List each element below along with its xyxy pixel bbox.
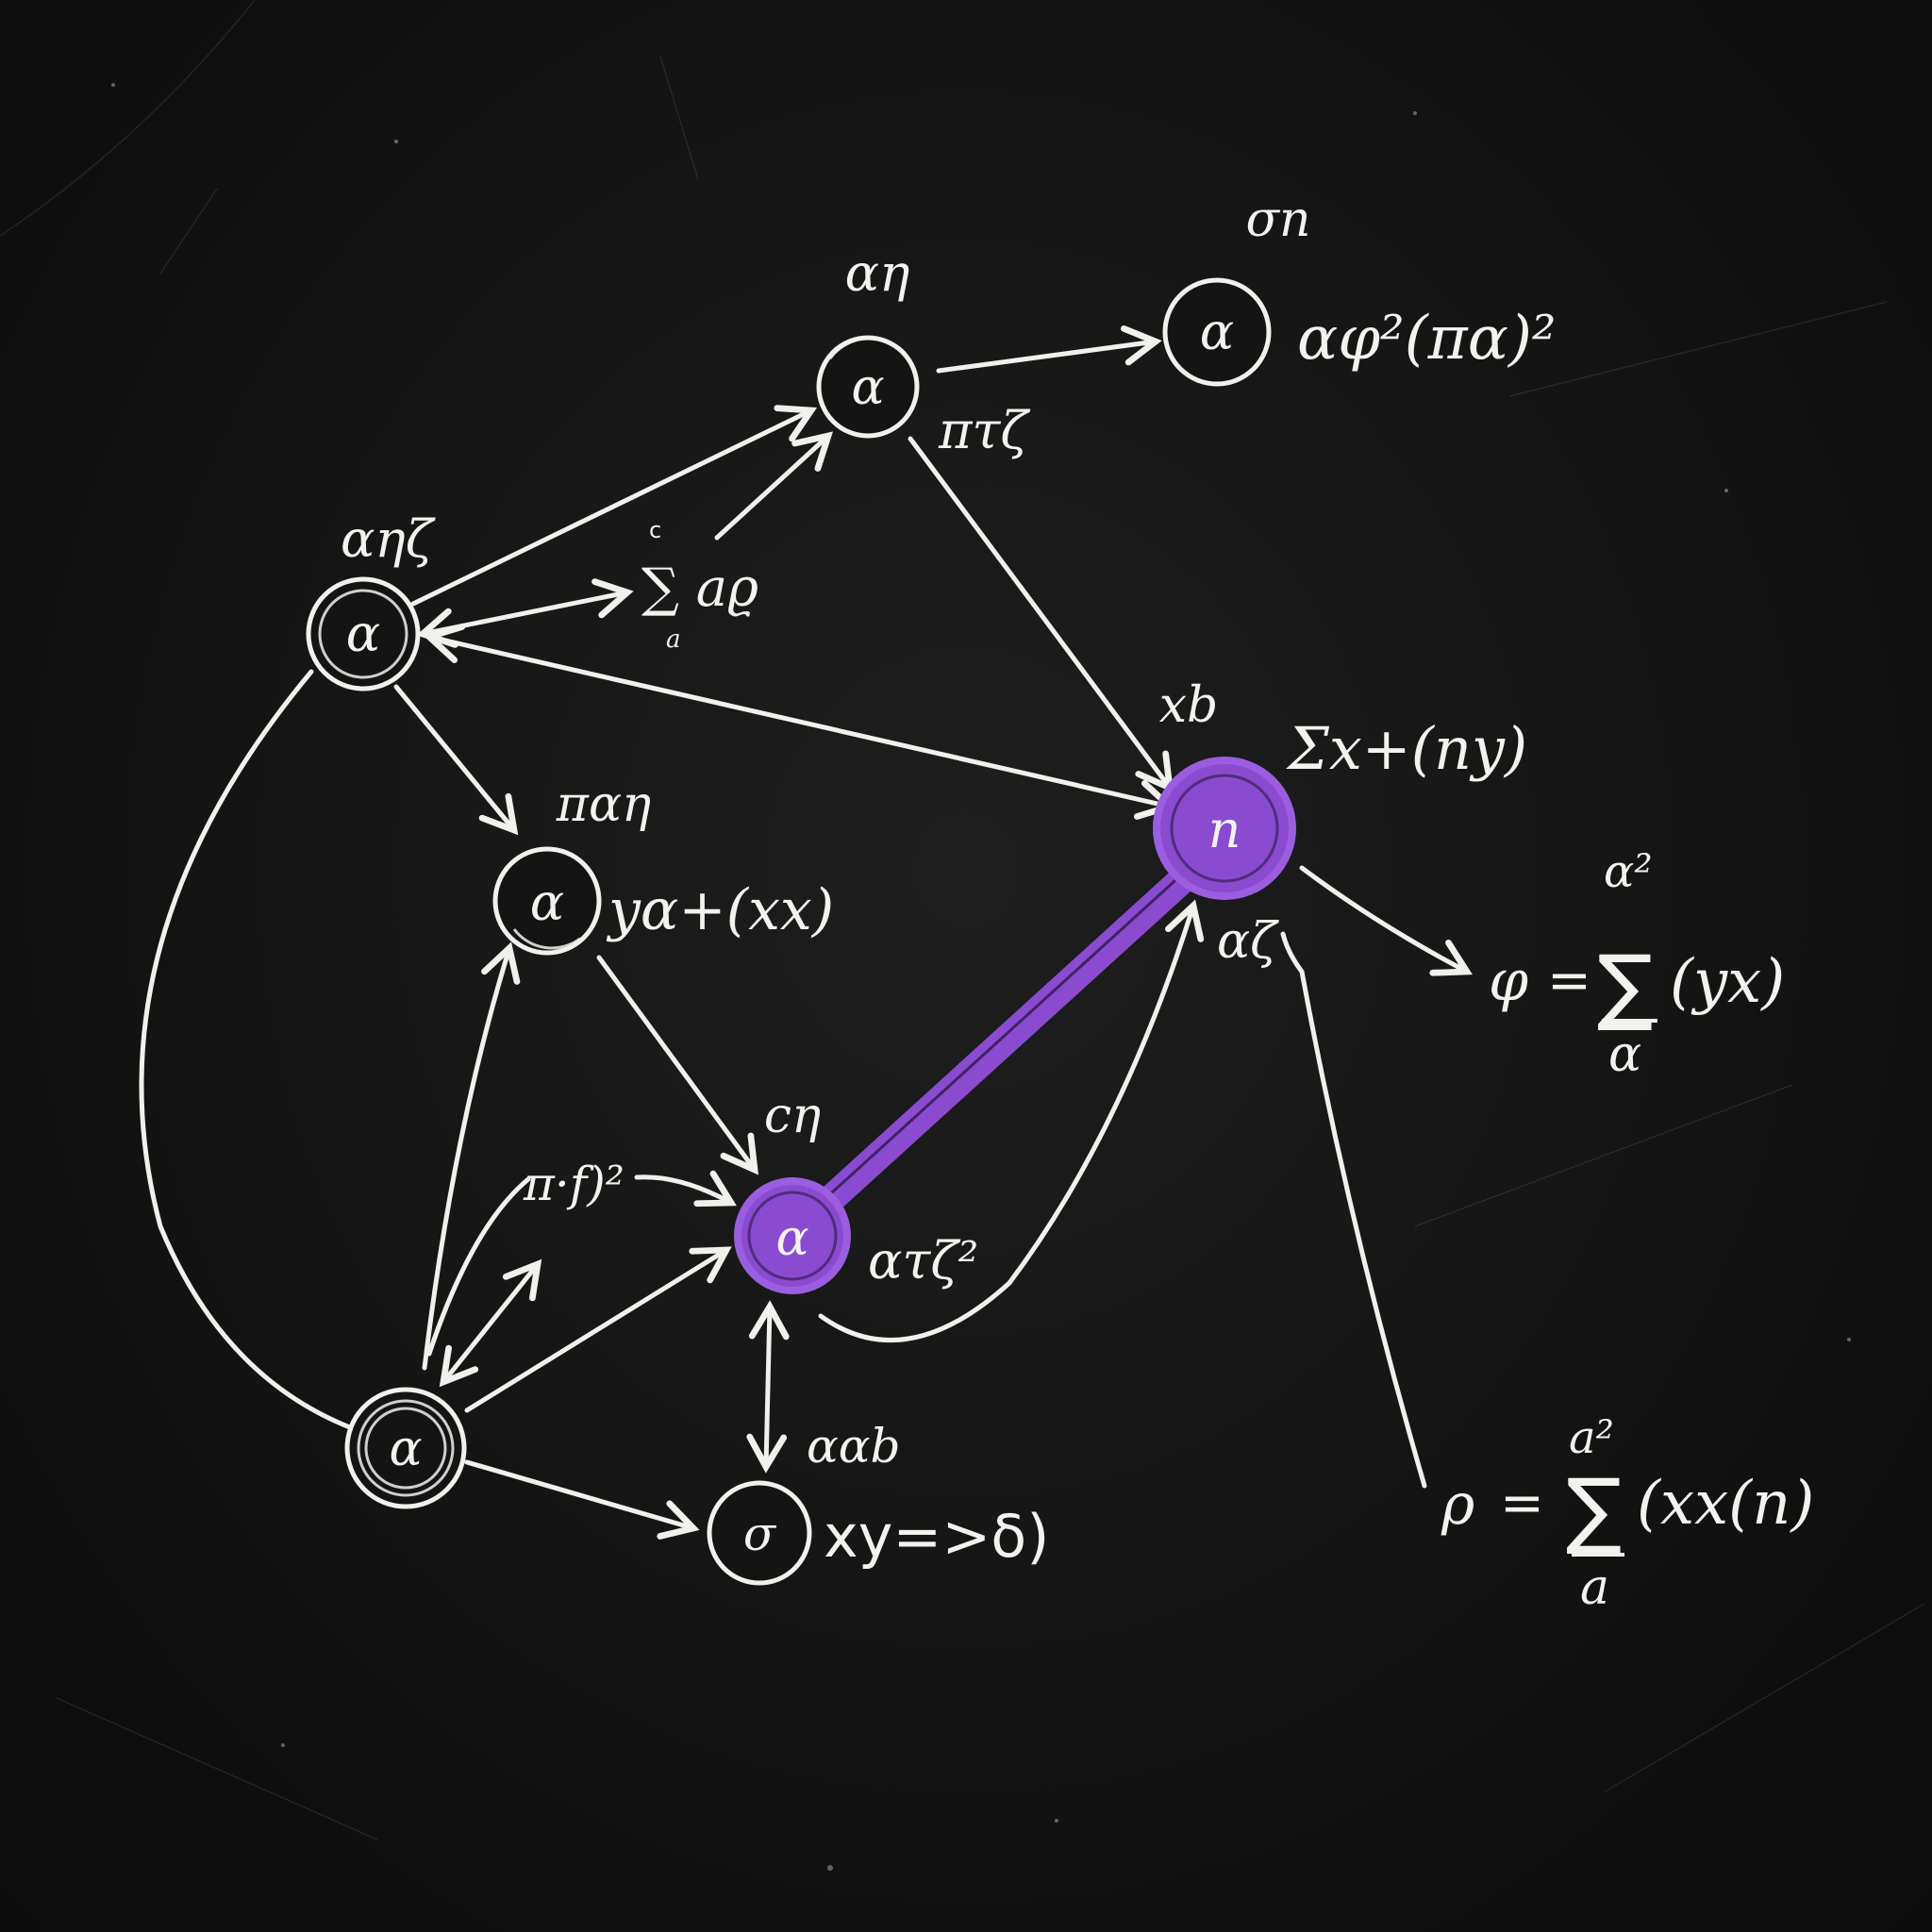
formula-1: φ = α² ∑ α (yx) bbox=[1489, 845, 1785, 1083]
edge-n6-n8 bbox=[746, 1300, 790, 1474]
node-n8[interactable]: σ bbox=[707, 1480, 812, 1586]
node-n3-symbol: α bbox=[346, 604, 380, 663]
node-n4-label: παη bbox=[556, 776, 651, 833]
edges bbox=[139, 325, 1474, 1540]
node-n5-symbol: n bbox=[1208, 800, 1241, 859]
node-n2[interactable]: α bbox=[1162, 277, 1272, 387]
formula-2-lower: a bbox=[1580, 1559, 1609, 1616]
edge-n3-n7-loop bbox=[139, 669, 371, 1437]
node-n2-symbol: α bbox=[1200, 302, 1234, 361]
node-n6-symbol: α bbox=[775, 1210, 808, 1267]
sum-label-bottom: a bbox=[666, 625, 681, 654]
node-n1[interactable]: α bbox=[816, 335, 920, 439]
edge-n7-label bbox=[426, 1176, 531, 1357]
node-n6-highlighted[interactable]: α bbox=[734, 1177, 851, 1294]
node-n6-label: cη bbox=[764, 1088, 821, 1144]
node-n8-label: ααb bbox=[807, 1419, 901, 1474]
formula-1-lower: α bbox=[1608, 1026, 1641, 1083]
node-n5-annotation: Σx+(ny) bbox=[1286, 714, 1527, 783]
node-n3[interactable]: α bbox=[306, 576, 421, 691]
node-n4-symbol: α bbox=[530, 873, 564, 932]
formula-2-upper: a² bbox=[1569, 1411, 1614, 1464]
highlighted-edge[interactable] bbox=[797, 825, 1241, 1231]
formula-2-eq: = bbox=[1500, 1473, 1544, 1534]
formula-2-lhs: ρ bbox=[1441, 1472, 1474, 1538]
edge-n6-n5 bbox=[818, 899, 1205, 1343]
edge-n7-n8 bbox=[464, 1459, 700, 1540]
edge-n3-n5 bbox=[423, 624, 1176, 820]
formula-1-sigma: ∑ bbox=[1597, 937, 1653, 1034]
node-n4[interactable]: α bbox=[492, 846, 602, 956]
sum-label-top: c bbox=[649, 517, 661, 543]
formula-2-body: (xx(n) bbox=[1637, 1469, 1814, 1539]
edge-label-n6 bbox=[634, 1170, 737, 1208]
node-n5-below: αζ bbox=[1217, 913, 1279, 970]
edge-n7-n6 bbox=[464, 1246, 732, 1413]
node-n6-annotation: ατζ² bbox=[868, 1231, 978, 1291]
node-n1-annotation: πτζ bbox=[938, 401, 1030, 460]
edge-n3-sum bbox=[416, 578, 634, 648]
node-n2-annotation: αφ²(πα)² bbox=[1297, 304, 1557, 374]
edge-n1-n2 bbox=[936, 325, 1162, 374]
board-scratches bbox=[0, 0, 1924, 1840]
edge-sum-n1 bbox=[714, 431, 834, 541]
edge-n5-formula1 bbox=[1299, 865, 1474, 976]
edge-n1-n5 bbox=[908, 436, 1174, 793]
node-n1-label: αη bbox=[845, 243, 910, 303]
node-n3-label: αηζ bbox=[341, 509, 436, 569]
formula-2-sigma: ∑ bbox=[1566, 1460, 1622, 1557]
node-n4-annotation: yα+(xx) bbox=[606, 877, 834, 943]
edge-n4-n6 bbox=[596, 955, 759, 1175]
edge-n3-n4 bbox=[393, 684, 519, 836]
node-n5-highlighted[interactable]: n bbox=[1153, 757, 1296, 900]
edge-label-n7-n6: π·f)² bbox=[523, 1157, 625, 1211]
formula-1-upper: α² bbox=[1604, 845, 1653, 898]
edge-n5-formula2 bbox=[1280, 931, 1427, 1489]
formula-1-lhs: φ bbox=[1489, 948, 1528, 1014]
edge-n7-n4 bbox=[422, 941, 521, 1371]
edge-n3-n1 bbox=[410, 405, 818, 607]
formula-1-body: (yx) bbox=[1670, 947, 1785, 1017]
node-n7-symbol: α bbox=[389, 1421, 422, 1477]
chalk-dust bbox=[111, 83, 1851, 1871]
node-n1-symbol: α bbox=[851, 359, 884, 416]
formula-1-eq: = bbox=[1547, 950, 1591, 1011]
edge-n7-n7b bbox=[439, 1258, 542, 1388]
node-n7[interactable]: α bbox=[344, 1387, 467, 1509]
node-n2-label: σn bbox=[1246, 192, 1311, 248]
formula-2: ρ = a² ∑ a (xx(n) bbox=[1441, 1411, 1814, 1616]
node-n5-label: xb bbox=[1159, 677, 1219, 734]
sum-label-body: ∑ aϱ bbox=[641, 558, 758, 619]
node-n8-symbol: σ bbox=[743, 1507, 777, 1561]
node-n8-annotation: xy=>δ) bbox=[824, 1502, 1049, 1571]
